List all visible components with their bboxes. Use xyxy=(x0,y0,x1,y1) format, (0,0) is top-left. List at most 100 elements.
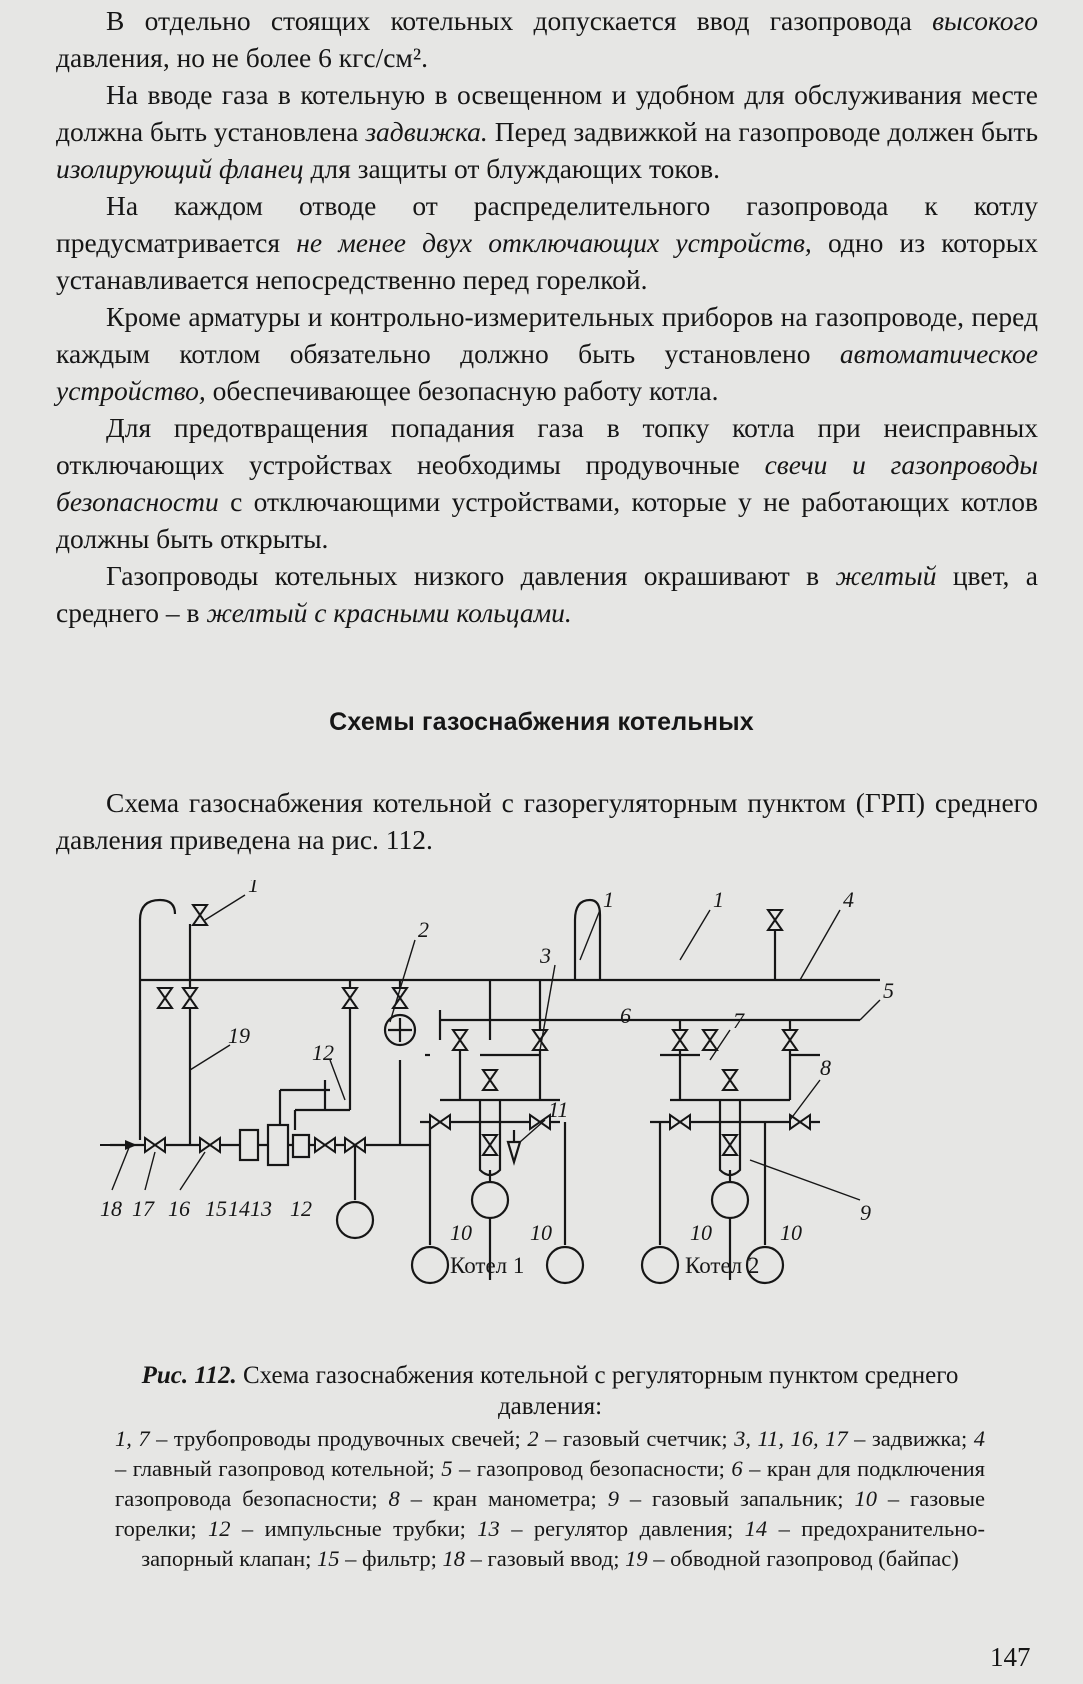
legend-description: – газовый счетчик; xyxy=(538,1426,735,1451)
svg-text:13: 13 xyxy=(250,1196,272,1221)
page-number: 147 xyxy=(990,1642,1031,1672)
callout-labels: 1 2 1 1 4 3 5 6 7 8 9 11 12 19 10 10 10 … xyxy=(100,872,894,1245)
legend-number: 12 xyxy=(208,1516,231,1541)
paragraph-3: На каждом отводе от распределительного г… xyxy=(56,187,1038,298)
text-run: цвет, а среднего – в xyxy=(56,560,1038,628)
burner-icon-3 xyxy=(640,1245,680,1285)
text-run: не менее двух отключающих устройств, xyxy=(296,227,812,258)
svg-text:12: 12 xyxy=(290,1196,312,1221)
filter-icon xyxy=(238,1128,260,1162)
figure-label: Рис. 112. xyxy=(141,1362,237,1389)
paragraph-1: В отдельно стоящих котельных допускается… xyxy=(56,2,1038,76)
text-run: изолирующий фланец xyxy=(56,153,304,184)
legend-description: – газовые горелки; xyxy=(115,1486,986,1541)
text-run: На каждом отводе от распределительного г… xyxy=(56,190,1038,258)
legend-number: 14 xyxy=(744,1516,768,1541)
intro-text: Схема газоснабжения котельной с газорегу… xyxy=(56,784,1038,858)
svg-text:2: 2 xyxy=(418,917,429,942)
text-run: высокого xyxy=(932,5,1038,36)
legend-number: 4 xyxy=(973,1426,985,1451)
gas-inlet-arrow xyxy=(125,1140,137,1150)
text-run: Перед задвижкой на газопроводе должен бы… xyxy=(487,116,1038,147)
boiler-2-label: Котел 2 xyxy=(685,1253,759,1278)
svg-text:3: 3 xyxy=(539,943,551,968)
svg-text:1: 1 xyxy=(603,887,614,912)
svg-text:7: 7 xyxy=(733,1008,745,1033)
body-text: В отдельно стоящих котельных допускается… xyxy=(56,2,1038,631)
svg-text:1: 1 xyxy=(713,887,724,912)
legend-number: 2 xyxy=(527,1426,539,1451)
igniter-icon-2 xyxy=(710,1180,750,1220)
legend-description: – задвижка; xyxy=(847,1426,974,1451)
text-run: Для предотвращения попадания газа в топк… xyxy=(56,412,1038,480)
legend-number: 5 xyxy=(441,1456,453,1481)
svg-text:19: 19 xyxy=(228,1023,250,1048)
leader-lines xyxy=(111,894,881,1201)
svg-text:16: 16 xyxy=(168,1196,190,1221)
text-run: задвижка. xyxy=(365,116,488,147)
text-run: давления, но не более 6 кгс/см². xyxy=(56,42,428,73)
legend-number: 18 xyxy=(442,1546,466,1571)
legend-number: 1, 7 xyxy=(115,1426,150,1451)
figure-caption: Рис. 112. Схема газоснабжения котельной … xyxy=(115,1360,985,1574)
legend-description: – трубопроводы продувочных свечей; xyxy=(149,1426,528,1451)
text-run: желтый xyxy=(835,560,937,591)
igniter-icon-1 xyxy=(470,1180,510,1220)
svg-text:15: 15 xyxy=(205,1196,227,1221)
legend-description: – импульсные трубки; xyxy=(230,1516,478,1541)
intro-paragraph: Схема газоснабжения котельной с газорегу… xyxy=(56,787,1038,855)
legend-number: 9 xyxy=(607,1486,619,1511)
legend-description: – регулятор давления; xyxy=(499,1516,745,1541)
text-run: В отдельно стоящих котельных допускается… xyxy=(106,5,933,36)
legend-description: – главный газопровод котельной; xyxy=(115,1456,442,1481)
legend-number: 15 xyxy=(317,1546,340,1571)
burner-icon-1 xyxy=(410,1245,450,1285)
legend-description: – фильтр; xyxy=(339,1546,443,1571)
svg-text:5: 5 xyxy=(883,978,894,1003)
diagram-svg: 1 2 1 1 4 3 5 6 7 8 9 11 12 19 10 10 10 … xyxy=(100,872,894,1285)
svg-text:1: 1 xyxy=(248,880,259,897)
svg-text:10: 10 xyxy=(450,1220,472,1245)
svg-text:12: 12 xyxy=(312,1040,334,1065)
gas-meter-cross xyxy=(388,1018,412,1042)
legend-number: 3, 11, 16, 17 xyxy=(734,1426,848,1451)
paragraph-6: Газопроводы котельных низкого давления о… xyxy=(56,557,1038,631)
legend-description: – газовый ввод; xyxy=(465,1546,626,1571)
text-run: желтый с красными кольцами. xyxy=(206,597,572,628)
paragraph-5: Для предотвращения попадания газа в топк… xyxy=(56,409,1038,557)
text-run: На вводе газа в котельную в освещенном и… xyxy=(56,79,1038,147)
svg-text:17: 17 xyxy=(132,1196,155,1221)
caption-legend: 1, 7 – трубопроводы продувочных свечей; … xyxy=(115,1424,985,1574)
svg-text:18: 18 xyxy=(100,1196,122,1221)
section-heading: Схемы газоснабжения котельных xyxy=(329,708,754,736)
paragraph-4: Кроме арматуры и контрольно-измерительны… xyxy=(56,298,1038,409)
svg-text:10: 10 xyxy=(690,1220,712,1245)
text-run: автоматическое устройство, xyxy=(56,338,1038,406)
legend-number: 8 xyxy=(388,1486,400,1511)
legend-description: – кран для подключения газопровода безоп… xyxy=(115,1456,986,1511)
svg-text:10: 10 xyxy=(780,1220,802,1245)
equipment xyxy=(238,1013,785,1285)
text-run: одно из которых устанавливается непосред… xyxy=(56,227,1038,295)
legend-number: 19 xyxy=(625,1546,648,1571)
regulator-icon xyxy=(291,1133,311,1159)
legend-number: 10 xyxy=(854,1486,877,1511)
caption-title-text: Схема газоснабжения котельной с регулято… xyxy=(236,1362,959,1420)
text-run: свечи и газопроводы безопасности xyxy=(56,449,1038,517)
burner-icon-2 xyxy=(545,1245,585,1285)
legend-description: – газопровод безопасности; xyxy=(452,1456,732,1481)
shutoff-valve-icon xyxy=(266,1123,290,1167)
caption-title: Рис. 112. Схема газоснабжения котельной … xyxy=(115,1360,985,1422)
svg-text:11: 11 xyxy=(548,1097,568,1122)
legend-description: – обводной газопровод (байпас) xyxy=(647,1546,959,1571)
text-run: Газопроводы котельных низкого давления о… xyxy=(106,560,836,591)
legend-number: 6 xyxy=(731,1456,743,1481)
gas-supply-diagram: 1 2 1 1 4 3 5 6 7 8 9 11 12 19 10 10 10 … xyxy=(100,872,1020,1340)
svg-text:6: 6 xyxy=(620,1003,631,1028)
boiler-labels: Котел 1 Котел 2 xyxy=(450,1253,759,1278)
legend-description: – газовый запальник; xyxy=(618,1486,855,1511)
burner-icon-4 xyxy=(745,1245,785,1285)
svg-text:9: 9 xyxy=(860,1200,871,1225)
legend-description: – кран манометра; xyxy=(399,1486,608,1511)
